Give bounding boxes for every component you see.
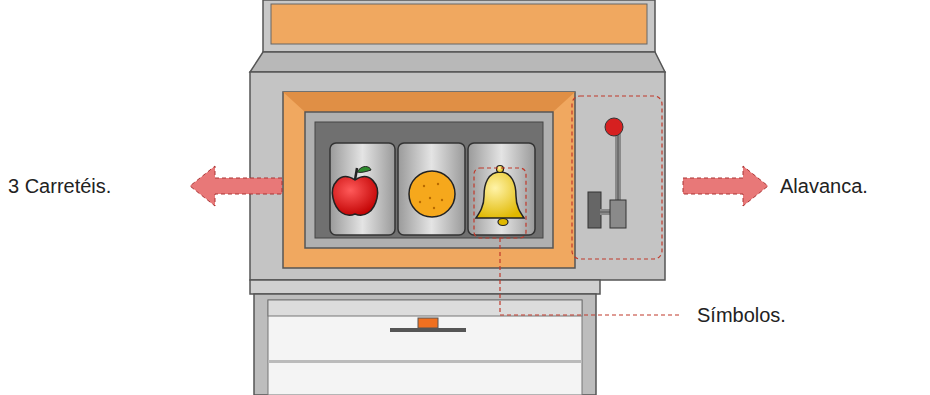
bell-symbol xyxy=(476,166,524,226)
reel-window xyxy=(283,92,575,268)
orange-symbol xyxy=(409,171,455,217)
apple-symbol xyxy=(332,167,377,216)
callout-label: Símbolos. xyxy=(697,303,786,327)
cabinet-body xyxy=(250,72,665,280)
callout-marks xyxy=(474,96,680,315)
callout-arrows xyxy=(190,166,768,206)
lower-cabinet xyxy=(250,280,600,395)
callout-label: Alavanca. xyxy=(780,174,868,198)
lever xyxy=(588,118,626,228)
cabinet-shoulder xyxy=(250,52,665,72)
callout-label: 3 Carretéis. xyxy=(8,174,111,198)
top-sign xyxy=(263,0,655,52)
reels xyxy=(330,143,535,235)
